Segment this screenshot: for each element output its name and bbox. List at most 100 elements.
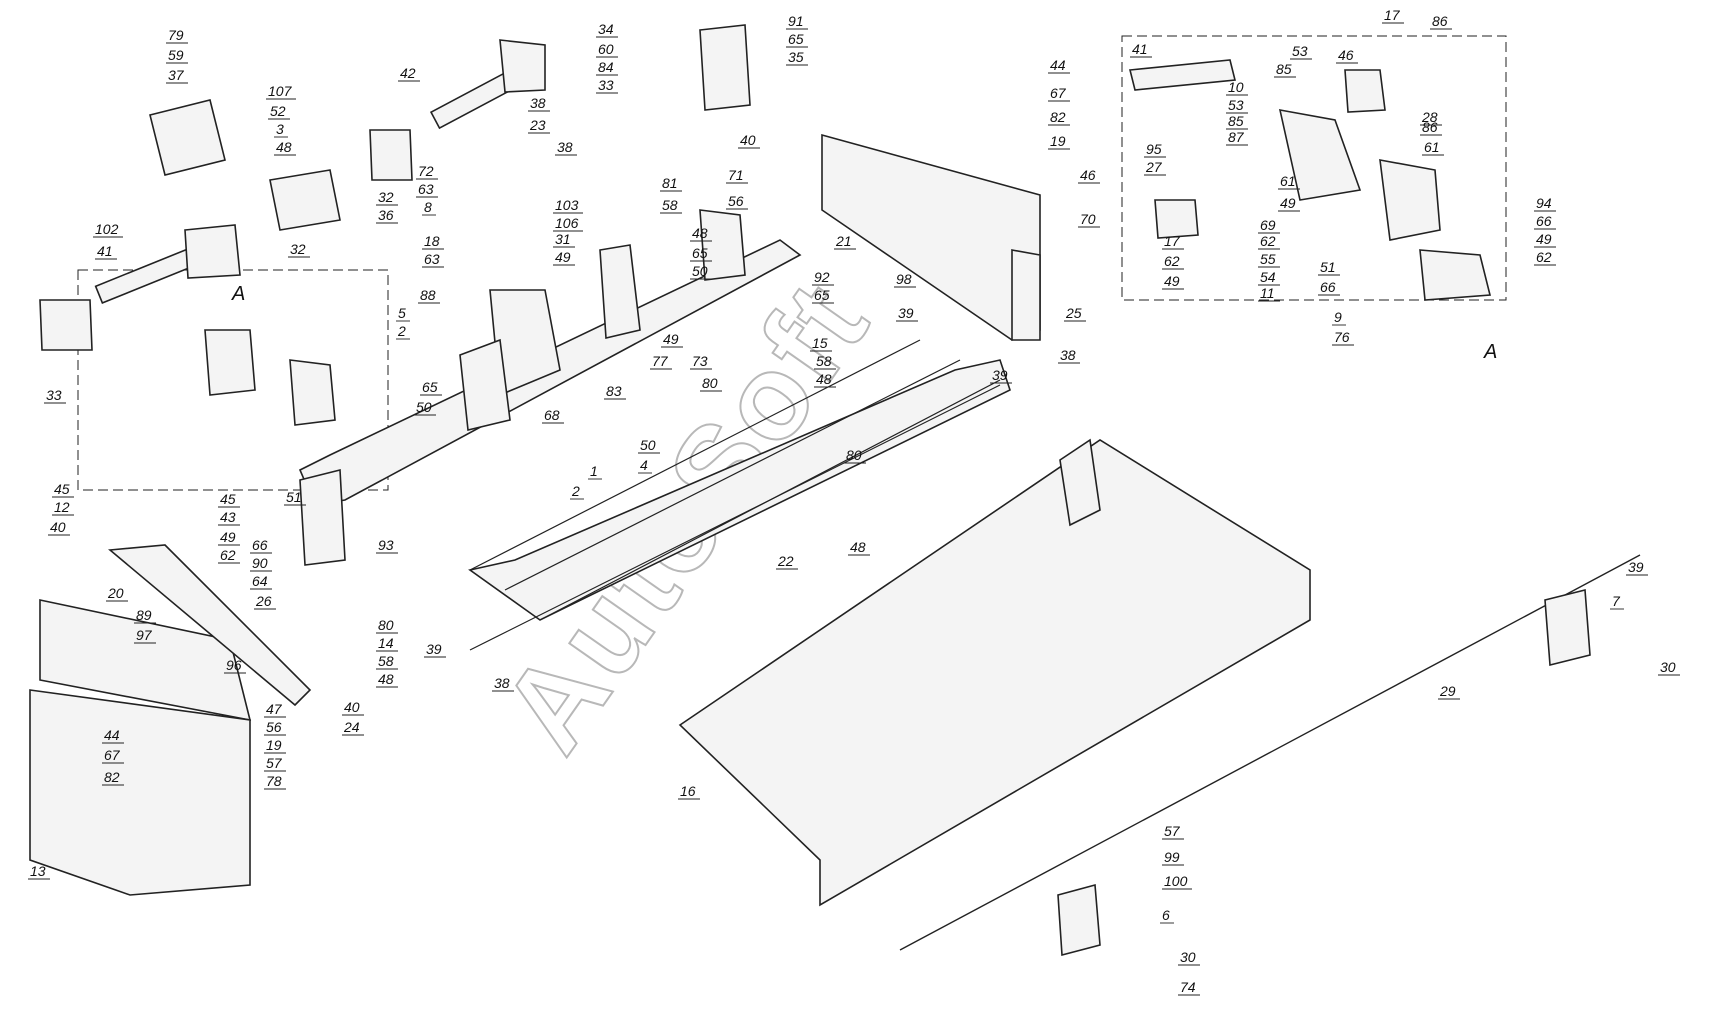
- part-label: 38: [1060, 347, 1076, 363]
- part-label: 80: [378, 617, 394, 633]
- part-label: 69: [1260, 217, 1276, 233]
- part-label: 86: [1422, 119, 1438, 135]
- part-label: 58: [378, 653, 394, 669]
- part-label: 66: [252, 537, 268, 553]
- part-label: 82: [104, 769, 120, 785]
- part-label: 98: [896, 271, 912, 287]
- gearbox-top: [699, 24, 751, 111]
- part-label: 62: [220, 547, 236, 563]
- part-label: 48: [276, 139, 292, 155]
- part-label: 49: [220, 529, 236, 545]
- part-label: 34: [598, 21, 614, 37]
- part-label: 19: [266, 737, 282, 753]
- drive-shaft-lower-boot-left: [39, 299, 93, 351]
- part-label: 53: [1228, 97, 1244, 113]
- part-label: 86: [1432, 13, 1448, 29]
- part-label: 46: [1338, 47, 1354, 63]
- part-label: 48: [692, 225, 708, 241]
- detail-a-marker-right: A: [1483, 341, 1497, 363]
- detail-a-bracket-bottom: [1419, 249, 1492, 301]
- detail-a-marker-left: A: [231, 283, 245, 305]
- part-label: 49: [663, 331, 679, 347]
- part-label: 85: [1228, 113, 1244, 129]
- part-label: 37: [168, 67, 185, 83]
- part-label: 81: [662, 175, 678, 191]
- part-label: 80: [702, 375, 718, 391]
- part-label: 45: [54, 481, 70, 497]
- part-label: 97: [136, 627, 153, 643]
- support-bracket-center: [459, 338, 511, 431]
- part-label: 46: [1080, 167, 1096, 183]
- detail-a-shaft: [1128, 59, 1237, 91]
- part-label: 42: [400, 65, 416, 81]
- part-label: 77: [652, 353, 669, 369]
- part-label: 57: [266, 755, 283, 771]
- detail-a-left-bracket: [204, 329, 256, 396]
- part-label: 45: [220, 491, 236, 507]
- part-label: 10: [1228, 79, 1244, 95]
- part-label: 36: [378, 207, 394, 223]
- part-label: 49: [555, 249, 571, 265]
- part-label: 41: [1132, 41, 1148, 57]
- part-label: 76: [1334, 329, 1350, 345]
- part-label: 85: [1276, 61, 1292, 77]
- part-label: 14: [378, 635, 394, 651]
- part-label: 50: [692, 263, 708, 279]
- part-label: 32: [378, 189, 394, 205]
- part-label: 61: [1424, 139, 1440, 155]
- detail-a-left-bearing: [289, 359, 336, 426]
- part-label: 17: [1384, 7, 1401, 23]
- part-label: 59: [168, 47, 184, 63]
- part-label: 22: [777, 553, 794, 569]
- part-label: 100: [1164, 873, 1188, 889]
- part-label: 107: [268, 83, 293, 99]
- part-label: 47: [266, 701, 283, 717]
- detail-a-bearing-left: [1154, 199, 1199, 239]
- part-label: 58: [816, 353, 832, 369]
- part-label: 7: [1612, 593, 1621, 609]
- part-label: 68: [544, 407, 560, 423]
- part-label: 90: [252, 555, 268, 571]
- part-label: 23: [529, 117, 546, 133]
- part-label: 66: [1536, 213, 1552, 229]
- part-label: 96: [226, 657, 242, 673]
- part-label: 38: [557, 139, 573, 155]
- detail-a-bracket-right: [1379, 159, 1441, 241]
- side-shield-lower: [29, 689, 251, 896]
- part-label: 28: [1421, 109, 1438, 125]
- part-label: 13: [30, 863, 46, 879]
- part-label: 41: [97, 243, 113, 259]
- part-label: 21: [835, 233, 852, 249]
- part-label: 33: [598, 77, 614, 93]
- part-label: 70: [1080, 211, 1096, 227]
- part-label: 40: [344, 699, 360, 715]
- part-label: 72: [418, 163, 434, 179]
- part-label: 56: [728, 193, 744, 209]
- frame-rail-front: [299, 468, 346, 566]
- part-label: 87: [1228, 129, 1245, 145]
- part-label: 58: [662, 197, 678, 213]
- detail-a-frame-right: [1121, 35, 1507, 301]
- part-number-labels: 7959371075234842346084339165353823388158…: [28, 7, 1680, 996]
- part-label: 30: [1180, 949, 1196, 965]
- part-label: 55: [1260, 251, 1276, 267]
- pulley-cover: [149, 99, 226, 176]
- part-label: 15: [812, 335, 828, 351]
- reflector-plate-lower: [1057, 883, 1101, 957]
- main-tray-panel: [678, 439, 1311, 907]
- part-label: 60: [598, 41, 614, 57]
- part-label: 61: [1280, 173, 1296, 189]
- part-label: 63: [418, 181, 434, 197]
- part-label: 62: [1164, 253, 1180, 269]
- part-label: 16: [680, 783, 696, 799]
- reflector-plate-upper: [1544, 588, 1591, 667]
- part-label: 78: [266, 773, 282, 789]
- detail-a-bracket-left: [1278, 108, 1362, 201]
- part-label: 1: [590, 463, 598, 479]
- part-label: 65: [692, 245, 708, 261]
- part-label: 27: [1145, 159, 1163, 175]
- part-label: 79: [168, 27, 184, 43]
- part-label: 31: [555, 231, 571, 247]
- part-label: 43: [220, 509, 236, 525]
- part-label: 30: [1660, 659, 1676, 675]
